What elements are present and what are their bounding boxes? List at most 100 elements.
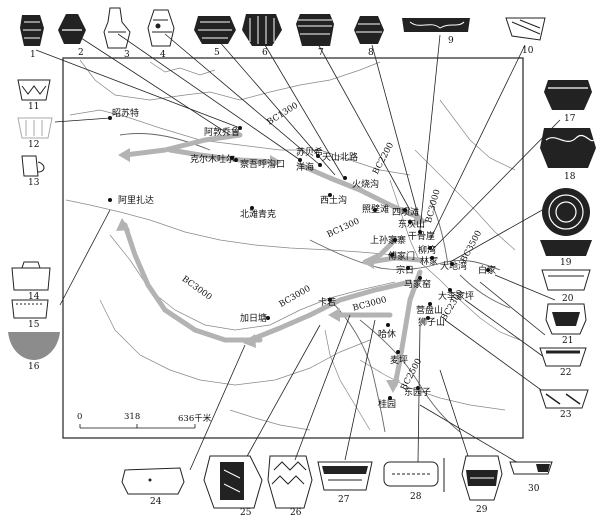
site-dot	[428, 246, 432, 250]
artifact-number: 12	[28, 140, 40, 150]
site-dot	[396, 350, 400, 354]
artifact-number: 4	[160, 50, 166, 60]
artifact-16-bowl-icon	[8, 332, 60, 360]
site-label-shangsun: 上孙家寨	[370, 236, 407, 246]
artifact-9-fragment-icon	[402, 18, 470, 32]
artifact-20-bowl-icon	[541, 269, 591, 291]
artifact-number: 18	[564, 172, 576, 182]
site-label-shizi: 狮子山	[418, 318, 446, 328]
artifact-number: 25	[240, 508, 252, 518]
site-label-maiping: 麦坪	[390, 356, 409, 366]
scale-zero: 0	[77, 412, 83, 422]
site-label-donghui: 东灰山	[398, 220, 426, 230]
site-label-xitugou: 西土沟	[320, 196, 348, 206]
site-dot	[403, 208, 407, 212]
artifact-15-jar-icon	[11, 299, 49, 319]
site-dot	[418, 276, 422, 280]
artifact-12-bowl-icon	[17, 117, 53, 139]
site-dot	[486, 268, 490, 272]
site-label-baijia: 白家	[478, 266, 497, 276]
site-label-linjia: 林家	[420, 257, 439, 267]
site-dot	[266, 316, 270, 320]
artifact-26-jar-icon	[267, 455, 313, 509]
site-label-huoshao: 火烧沟	[352, 180, 380, 190]
artifact-number: 6	[262, 48, 268, 58]
site-dot	[328, 298, 332, 302]
artifact-number: 22	[560, 368, 572, 378]
artifact-1-jar-icon	[20, 15, 44, 46]
artifact-number: 14	[28, 292, 40, 302]
artifact-number: 7	[318, 48, 324, 58]
artifact-number: 30	[528, 484, 540, 494]
artifact-number: 13	[28, 178, 40, 188]
leader-lines	[35, 33, 561, 471]
artifact-number: 24	[150, 497, 162, 507]
artifact-14-jar-icon	[11, 261, 51, 291]
artifact-number: 17	[564, 114, 576, 124]
artifact-27-bowl-icon	[317, 461, 373, 491]
site-label-tianshan: 天山北路	[322, 153, 359, 163]
site-label-dadiwan: 大地湾	[440, 262, 468, 272]
artifact-5-pot-icon	[194, 16, 236, 44]
site-label-haxiu: 哈休	[378, 330, 397, 340]
artifact-8-jar-icon	[354, 16, 384, 44]
site-dot	[390, 253, 394, 257]
site-dot	[393, 238, 397, 242]
site-label-fujiamen: 傅家门	[388, 252, 416, 262]
site-dot	[426, 316, 430, 320]
arrow-heads	[116, 148, 428, 393]
site-dot	[430, 256, 434, 260]
artifact-number: 20	[562, 294, 574, 304]
artifact-18-pot-icon	[540, 128, 596, 168]
artifact-number: 23	[560, 410, 572, 420]
artifact-11-bowl-icon	[17, 79, 51, 101]
artifact-6-pot-icon	[242, 14, 282, 46]
artifact-number: 9	[448, 36, 454, 46]
artifact-number: 1	[30, 50, 36, 60]
artifact-24-stone-knife-icon	[121, 467, 185, 495]
artifact-number: 10	[522, 46, 534, 56]
site-dot	[450, 262, 454, 266]
artifact-number: 26	[290, 508, 302, 518]
migration-arrows	[122, 132, 423, 388]
site-label-zhaosute: 昭苏特	[112, 109, 140, 119]
scale-bar	[79, 424, 196, 429]
site-label-sibatan: 四坝滩	[392, 208, 420, 218]
artifact-number: 11	[28, 102, 40, 112]
site-label-zhaobi: 照壁滩	[362, 205, 390, 215]
artifact-17-pot-icon	[544, 80, 592, 110]
site-label-guiyuan: 桂园	[378, 400, 397, 410]
site-label-karuo: 卡若	[318, 298, 337, 308]
site-label-beitan: 北滩青克	[240, 210, 277, 220]
artifact-number: 19	[560, 258, 572, 268]
site-dot	[373, 208, 377, 212]
site-label-jiaritang: 加日塘	[240, 314, 268, 324]
artifact-number: 2	[78, 48, 84, 58]
artifact-number: 28	[410, 492, 422, 502]
site-label-yanghai: 洋海	[296, 163, 315, 173]
site-dot	[108, 198, 112, 202]
artifact-number: 27	[338, 495, 350, 505]
site-label-chawuhu: 察吾呼沟口	[240, 160, 286, 170]
artifact-7-pot-icon	[296, 14, 334, 46]
site-label-dongyuan: 东园子	[404, 388, 432, 398]
site-label-zongri: 宗日	[396, 266, 415, 276]
artifact-number: 29	[476, 505, 488, 515]
artifact-19-bowl-icon	[540, 188, 592, 256]
artifact-number: 16	[28, 362, 40, 372]
scale-mid: 318	[124, 412, 141, 422]
site-label-subeixi: 苏贝希	[296, 148, 324, 158]
site-label-yingpan: 营盘山	[416, 306, 444, 316]
site-label-majiayao: 马家窑	[404, 280, 432, 290]
site-dot	[418, 230, 422, 234]
artifact-21-jar-icon	[545, 303, 587, 335]
site-dot	[328, 193, 332, 197]
artifact-2-jar-icon	[58, 14, 86, 44]
artifact-number: 21	[562, 336, 574, 346]
artifact-25-jar-icon	[203, 455, 263, 509]
artifact-28-stone-tool-icon	[383, 458, 445, 492]
artifact-10-fragment-icon	[505, 17, 546, 41]
river-lines	[119, 133, 511, 433]
